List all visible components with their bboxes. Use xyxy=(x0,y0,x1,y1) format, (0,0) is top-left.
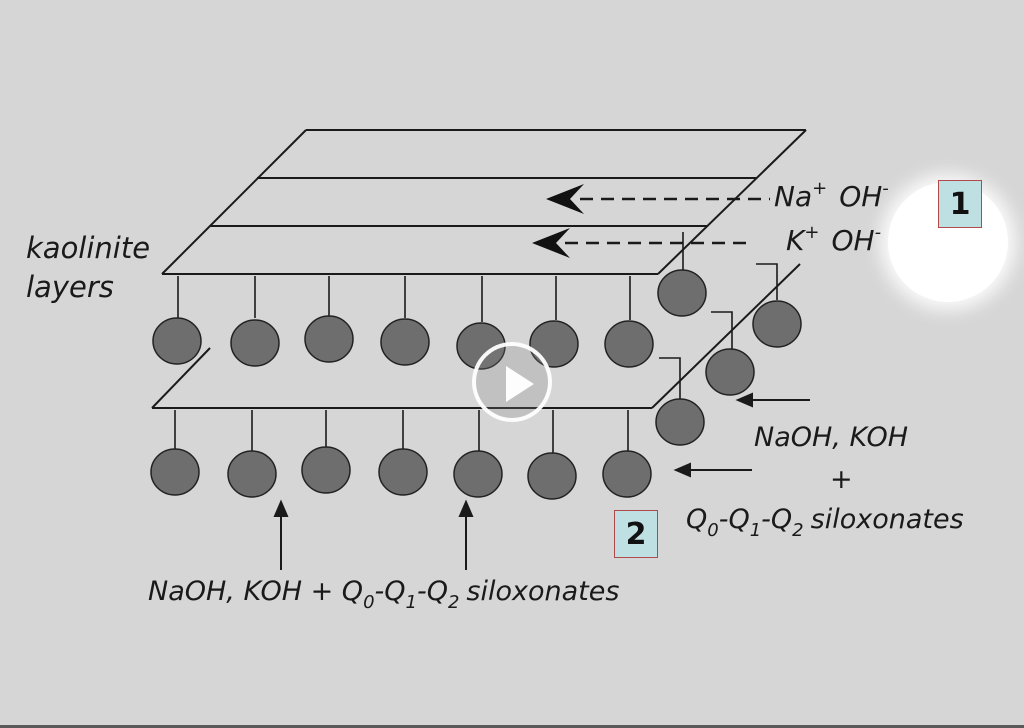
reagent-arrows xyxy=(273,392,810,570)
sphere xyxy=(604,320,654,368)
lower-layer-plate xyxy=(151,263,801,409)
sphere xyxy=(655,398,705,446)
video-progress-bar[interactable] xyxy=(0,725,1024,728)
lower-sphere-row xyxy=(150,410,652,500)
sphere xyxy=(301,446,351,494)
sphere xyxy=(527,452,577,500)
sphere xyxy=(705,348,755,396)
play-button[interactable] xyxy=(472,342,552,422)
upper-sphere-row xyxy=(152,276,654,370)
upper-layer-plate xyxy=(161,129,807,275)
sphere xyxy=(152,317,202,365)
kaolinite-label: kaolinite xyxy=(26,231,150,265)
sphere xyxy=(150,448,200,496)
play-icon xyxy=(506,366,534,402)
right-naoh-koh-label: NaOH, KOH xyxy=(754,422,908,453)
k-arrow-head xyxy=(532,228,570,258)
sphere xyxy=(752,300,802,348)
side-sphere-column xyxy=(655,232,802,446)
step-badge-1: 1 xyxy=(938,180,982,228)
right-plus-label: + xyxy=(830,464,853,495)
sphere xyxy=(453,450,503,498)
sphere xyxy=(602,450,652,498)
sphere xyxy=(380,318,430,366)
layers-label: layers xyxy=(26,270,114,304)
sphere xyxy=(230,319,280,367)
sphere xyxy=(657,269,707,317)
ion-arrows xyxy=(565,197,770,245)
sphere xyxy=(227,450,277,498)
sphere xyxy=(304,315,354,363)
step-badge-2: 2 xyxy=(614,510,658,558)
sphere xyxy=(378,448,428,496)
k-oh-label: K+OH- xyxy=(786,222,881,257)
na-arrow-head xyxy=(546,184,584,214)
na-oh-label: Na+OH- xyxy=(774,178,889,213)
